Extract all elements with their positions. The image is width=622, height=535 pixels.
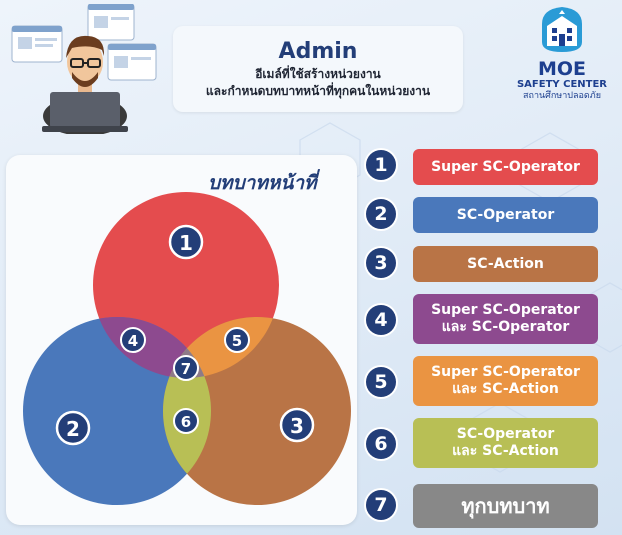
venn-overlap-5 (163, 317, 279, 378)
legend-number-1: 1 (366, 150, 396, 180)
browser-window-icon (107, 43, 157, 81)
legend-number-7: 7 (366, 490, 396, 520)
region-badge-7: 7 (173, 355, 199, 381)
legend-label-line-2: และ SC-Action (452, 381, 559, 397)
legend-number-6: 6 (366, 429, 396, 459)
legend-number-4: 4 (366, 305, 396, 335)
legend-label-line-2: และ SC-Action (452, 443, 559, 459)
svg-text:1: 1 (179, 231, 193, 255)
venn-overlap-4 (93, 317, 211, 378)
svg-text:5: 5 (232, 332, 242, 350)
legend-label: Super SC-Operator (431, 302, 580, 318)
svg-text:2: 2 (66, 417, 80, 441)
legend-number-3: 3 (366, 248, 396, 278)
svg-text:4: 4 (128, 332, 138, 350)
legend-label: SC-Operator (456, 426, 555, 442)
legend-label: SC-Operator (456, 206, 555, 223)
legend-item-5: Super SC-Operator และ SC-Action (413, 356, 598, 406)
laptop-icon (42, 92, 128, 132)
legend-item-3: SC-Action (413, 246, 598, 282)
svg-text:7: 7 (181, 360, 191, 378)
school-building-icon (542, 7, 582, 52)
legend-label: Super SC-Operator (431, 158, 580, 175)
diagram-title: บทบาทหน้าที่ (208, 172, 317, 194)
legend-label: SC-Action (467, 255, 544, 272)
legend-number-2: 2 (366, 199, 396, 229)
admin-info-box: Admin อีเมล์ที่ใช้สร้างหน่วยงาน และกำหนด… (173, 26, 463, 112)
region-badge-3: 3 (279, 407, 315, 443)
legend-label: Super SC-Operator (431, 364, 580, 380)
legend-label-line-2: และ SC-Operator (441, 319, 570, 335)
legend-item-1: Super SC-Operator (413, 149, 598, 185)
region-badge-2: 2 (55, 410, 91, 446)
legend-item-6: SC-Operator และ SC-Action (413, 418, 598, 468)
admin-illustration (11, 4, 157, 134)
svg-text:6: 6 (181, 413, 191, 431)
region-badge-1: 1 (168, 224, 204, 260)
legend-item-4: Super SC-Operator และ SC-Operator (413, 294, 598, 344)
region-badge-5: 5 (224, 327, 250, 353)
region-badge-6: 6 (173, 408, 199, 434)
svg-text:3: 3 (290, 414, 304, 438)
legend-label: ทุกบทบาท (461, 493, 550, 518)
browser-window-icon (11, 25, 63, 63)
logo-tagline: SAFETY CENTER (516, 79, 608, 90)
moe-safety-center-logo: MOE SAFETY CENTER สถานศึกษาปลอดภัย (512, 4, 612, 112)
logo-name: MOE (537, 58, 587, 80)
legend-item-7: ทุกบทบาท (413, 484, 598, 528)
legend-number-5: 5 (366, 367, 396, 397)
admin-description-line-1: อีเมล์ที่ใช้สร้างหน่วยงาน (255, 67, 381, 81)
browser-window-icon (87, 4, 135, 41)
logo-subtitle: สถานศึกษาปลอดภัย (523, 91, 601, 101)
region-badge-4: 4 (120, 327, 146, 353)
admin-title: Admin (278, 39, 358, 64)
admin-description-line-2: และกำหนดบทบาทหน้าที่ทุกคนในหน่วยงาน (205, 84, 431, 98)
legend-item-2: SC-Operator (413, 197, 598, 233)
